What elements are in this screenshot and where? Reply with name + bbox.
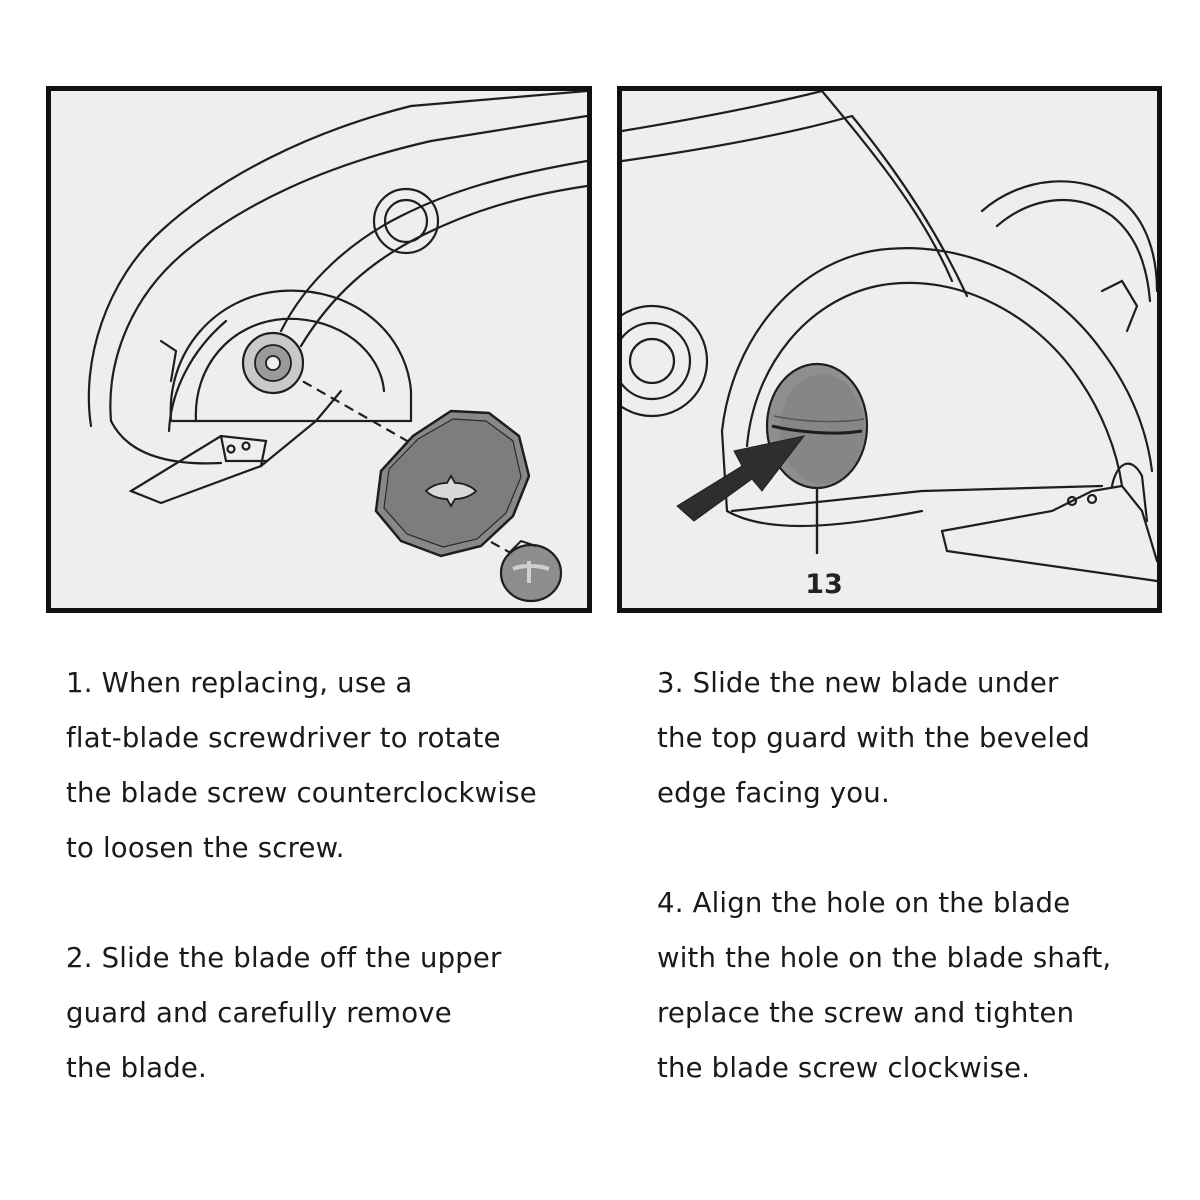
instructions-left-column: 1. When replacing, use a flat-blade scre… <box>66 656 596 1096</box>
instructions-right-column: 3. Slide the new blade under the top gua… <box>657 656 1177 1096</box>
blade-removal-illustration <box>46 86 592 613</box>
blade-screw-illustration: 13 <box>617 86 1162 613</box>
callout-number: 13 <box>805 569 843 600</box>
blade-screw-drawing <box>622 91 1157 583</box>
step-2-text: 2. Slide the blade off the upper guard a… <box>66 942 502 1084</box>
blade-removal-drawing <box>87 91 587 603</box>
step-4-text: 4. Align the hole on the blade with the … <box>657 887 1112 1084</box>
step-1-text: 1. When replacing, use a flat-blade scre… <box>66 667 537 864</box>
step-3-text: 3. Slide the new blade under the top gua… <box>657 667 1090 809</box>
